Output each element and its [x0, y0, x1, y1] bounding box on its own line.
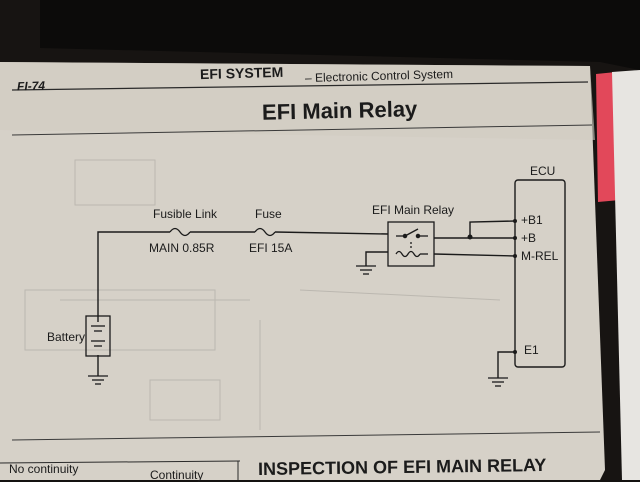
- system-title: EFI SYSTEM: [199, 63, 284, 83]
- continuity-label: Continuity: [150, 468, 204, 482]
- fuse-icon: [254, 227, 276, 237]
- ecu-terminal-b: +B: [521, 231, 537, 245]
- section-title: EFI Main Relay: [261, 96, 418, 125]
- battery-label: Battery: [47, 330, 86, 344]
- battery-icon: [85, 315, 111, 357]
- ground-icon: [356, 265, 376, 275]
- ground-icon: [488, 377, 508, 387]
- relay-label: EFI Main Relay: [372, 203, 455, 217]
- fuse-rating: EFI 15A: [249, 241, 293, 255]
- ecu-label: ECU: [530, 164, 556, 178]
- ecu-terminal-b1: +B1: [521, 213, 543, 227]
- ground-icon: [88, 375, 108, 385]
- fusible-link-icon: [169, 227, 191, 237]
- fuse-label: Fuse: [255, 207, 282, 221]
- fusible-link-label: Fusible Link: [153, 207, 218, 221]
- fusible-link-rating: MAIN 0.85R: [149, 241, 215, 255]
- relay-icon: [387, 221, 435, 267]
- page-number: FI-74: [16, 78, 46, 94]
- ecu-terminal-mrel: M-REL: [521, 249, 559, 263]
- ecu-terminal-e1: E1: [524, 343, 539, 357]
- inspection-heading: INSPECTION OF EFI MAIN RELAY: [257, 454, 547, 480]
- ecu-box: [514, 179, 566, 368]
- no-continuity-label: No continuity: [9, 462, 79, 476]
